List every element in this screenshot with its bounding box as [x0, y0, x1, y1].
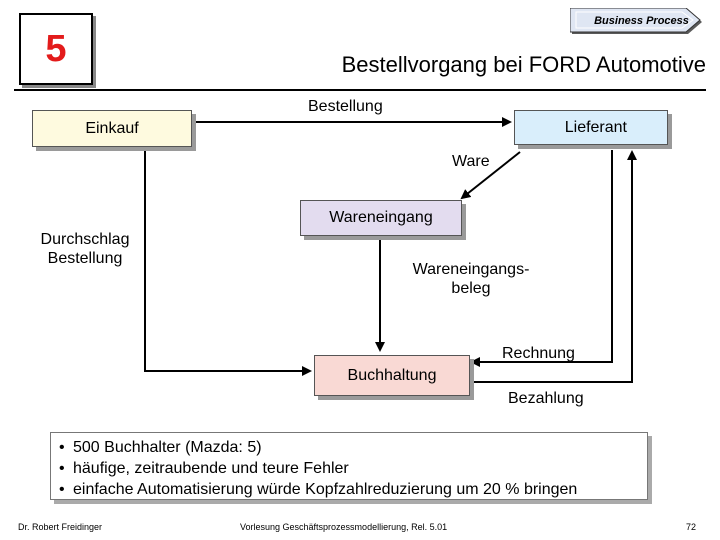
node-einkauf-label: Einkauf	[85, 119, 139, 137]
arrow-ware	[460, 151, 521, 200]
node-buchhaltung: Buchhaltung	[314, 355, 470, 396]
node-einkauf: Einkauf	[32, 110, 192, 147]
label-rechnung: Rechnung	[502, 345, 575, 362]
footer-page-number: 72	[686, 522, 697, 532]
label-bestellung: Bestellung	[308, 98, 383, 115]
label-beleg-line1: Wareneingangs-	[412, 261, 530, 278]
node-wareneingang-label: Wareneingang	[329, 209, 433, 226]
label-beleg-line2: beleg	[451, 280, 491, 297]
arrow-rechnung	[470, 150, 613, 367]
chapter-number: 5	[45, 27, 67, 70]
business-process-label: Business Process	[594, 15, 689, 27]
node-buchhaltung-label: Buchhaltung	[347, 366, 437, 384]
label-durchschlag-bestellung: Durchschlag Bestellung	[30, 230, 140, 268]
label-ware: Ware	[452, 153, 490, 170]
node-lieferant-label: Lieferant	[564, 118, 627, 136]
notes-list: 500 Buchhalter (Mazda: 5) häufige, zeitr…	[59, 437, 639, 500]
business-process-badge-icon	[570, 8, 702, 34]
note-item: einfache Automatisierung würde Kopfzahlr…	[59, 479, 639, 500]
note-item: 500 Buchhalter (Mazda: 5)	[59, 437, 639, 458]
node-lieferant: Lieferant	[514, 110, 668, 145]
label-durchschlag-line2: Bestellung	[47, 250, 123, 267]
label-durchschlag-line1: Durchschlag	[40, 231, 130, 248]
label-wareneingangsbeleg: Wareneingangs- beleg	[396, 260, 546, 298]
arrow-bezahlung	[470, 150, 637, 383]
note-item: häufige, zeitraubende und teure Fehler	[59, 458, 639, 479]
label-bezahlung: Bezahlung	[508, 390, 584, 407]
title-divider	[14, 89, 706, 91]
chapter-number-box: 5	[19, 13, 93, 85]
node-wareneingang: Wareneingang	[300, 200, 462, 236]
arrow-durchschlag	[144, 150, 312, 376]
footer-course: Vorlesung Geschäftsprozessmodellierung, …	[240, 522, 448, 532]
notes-box: 500 Buchhalter (Mazda: 5) häufige, zeitr…	[50, 432, 648, 500]
slide-title: Bestellvorgang bei FORD Automotive	[341, 52, 706, 77]
footer-author: Dr. Robert Freidinger	[18, 522, 103, 532]
